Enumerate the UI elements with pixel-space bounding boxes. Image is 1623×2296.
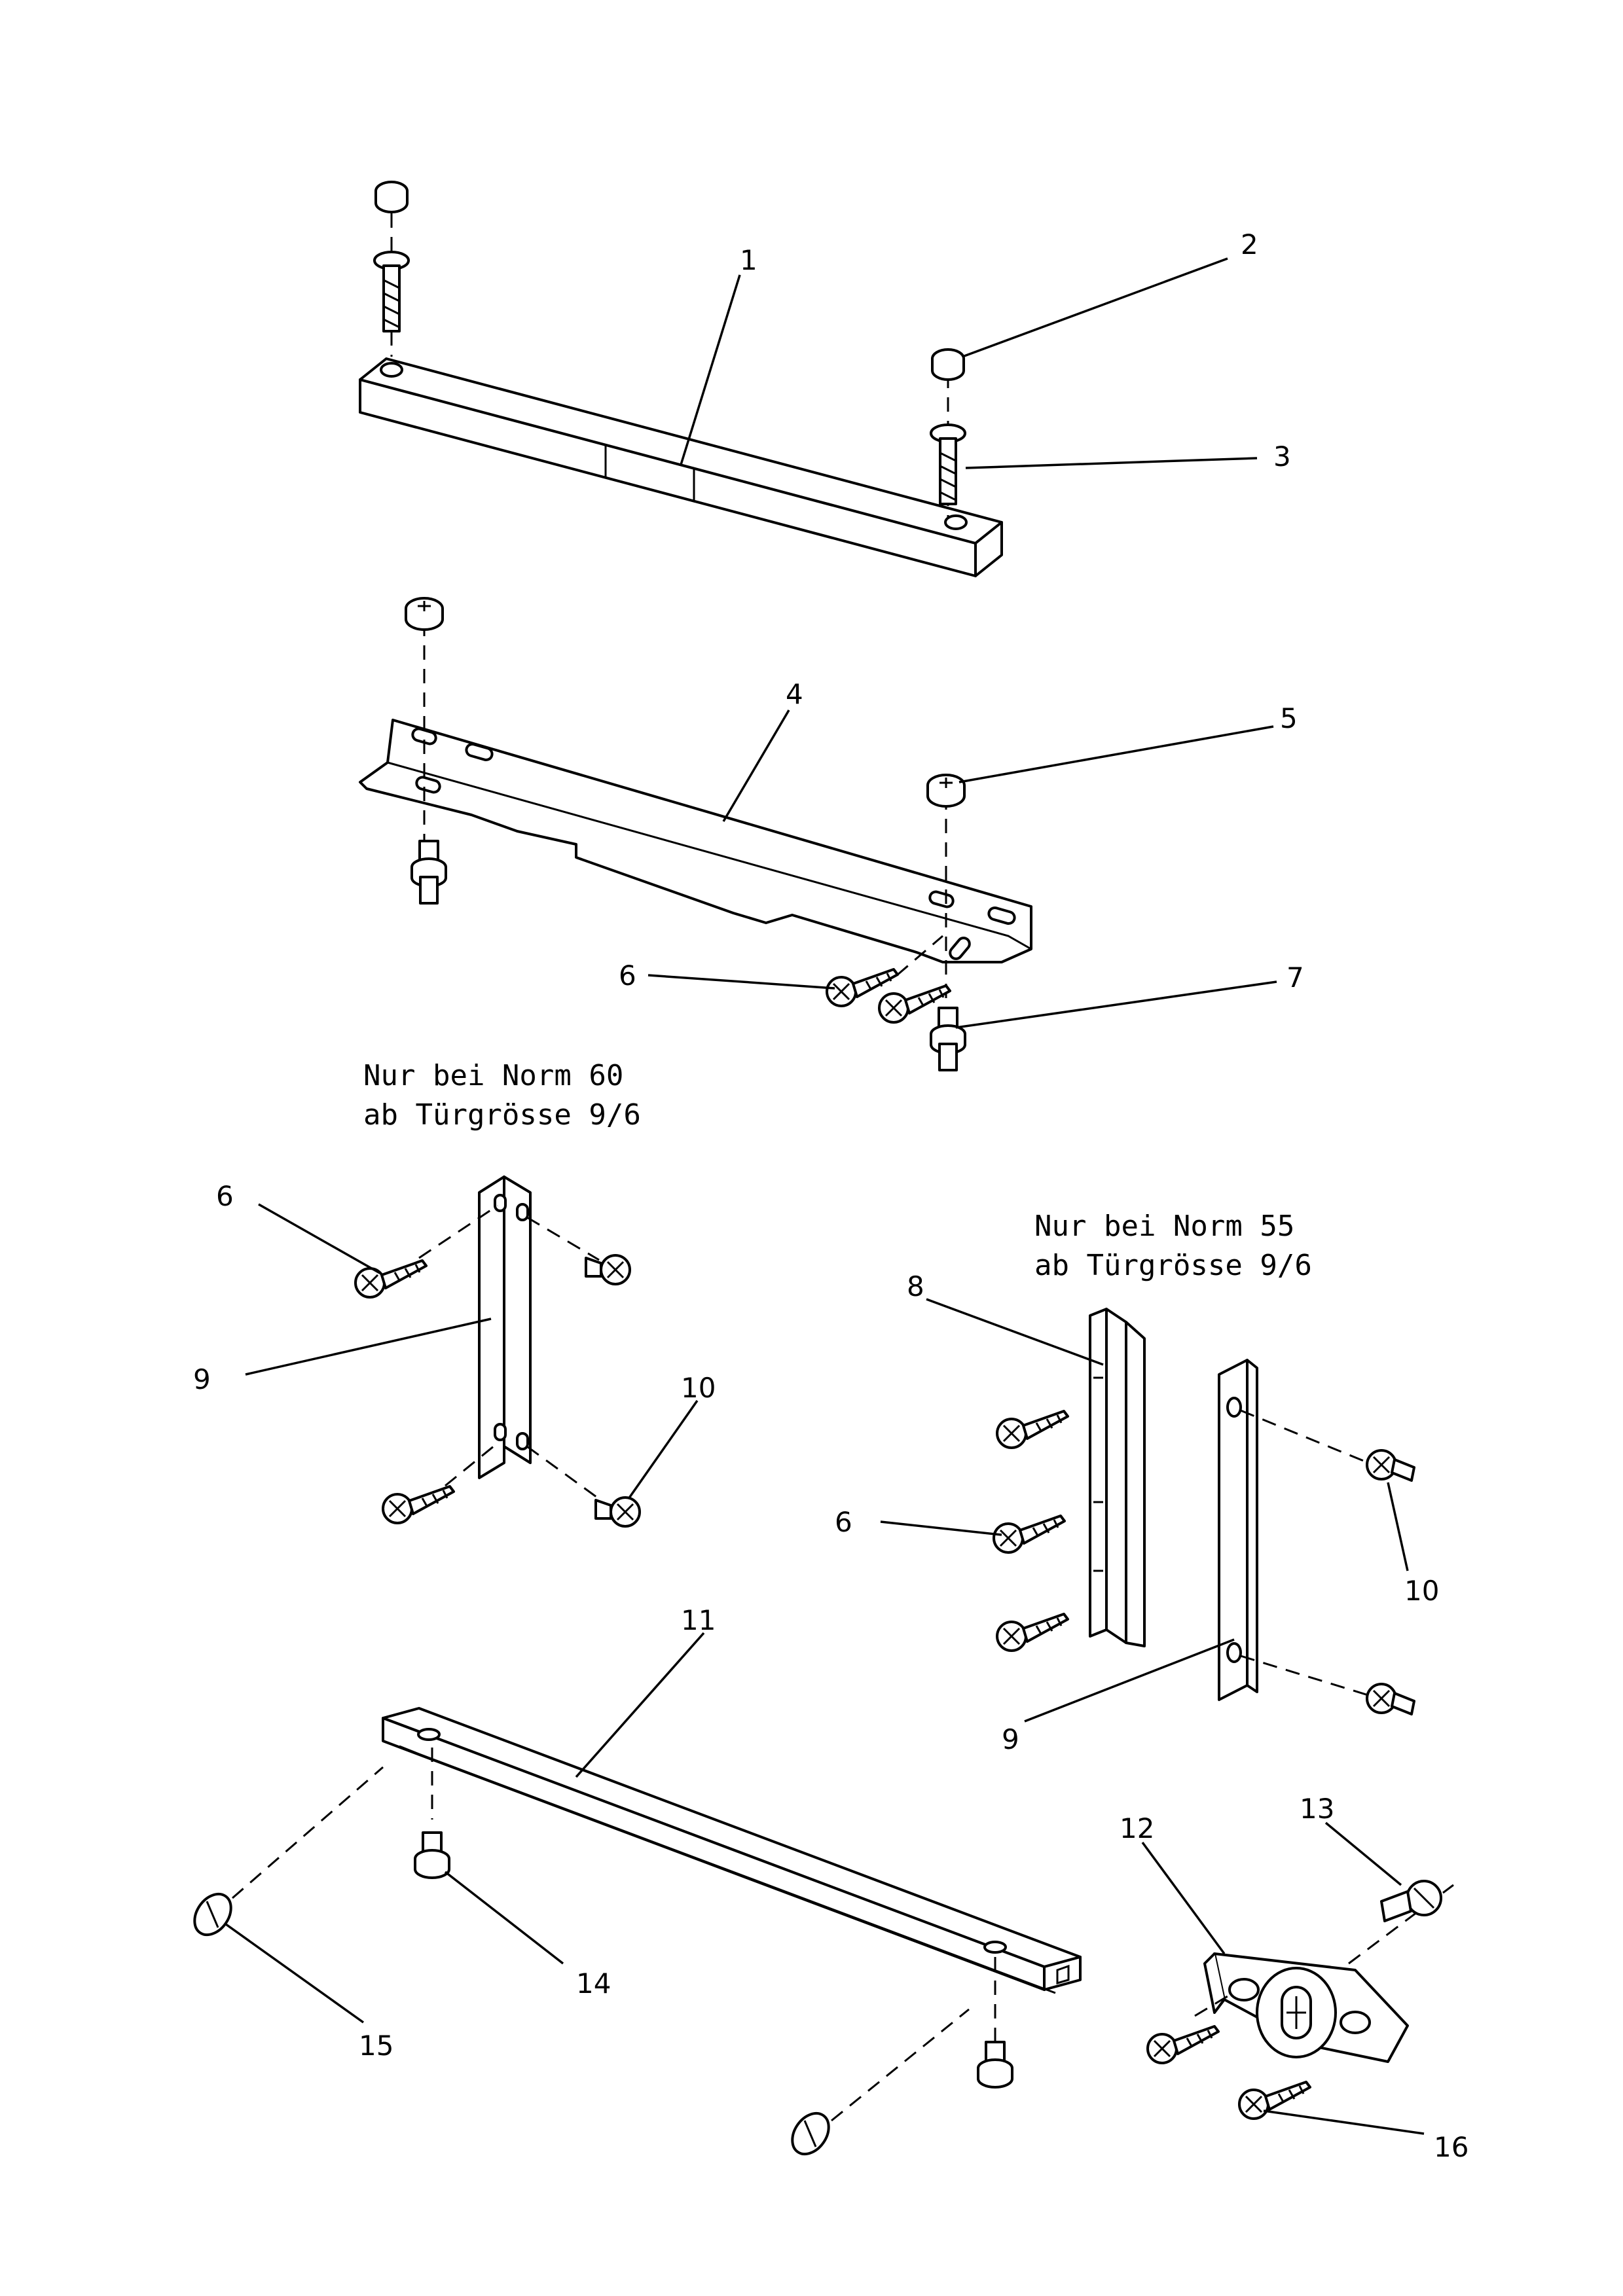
note-norm-55-line-1: Nur bei Norm 55 bbox=[1034, 1210, 1294, 1243]
part-10-screw-c bbox=[1366, 1449, 1415, 1482]
callout-11: 11 bbox=[681, 1604, 716, 1636]
part-3-screw-right bbox=[930, 423, 966, 505]
part-5-nut-right bbox=[926, 774, 966, 808]
part-8-channel bbox=[1089, 1308, 1146, 1647]
callout-1: 1 bbox=[740, 244, 757, 276]
note-norm-55: Nur bei Norm 55 ab Türgrösse 9/6 bbox=[1034, 1210, 1312, 1282]
callout-9-left: 9 bbox=[193, 1363, 211, 1395]
callout-6-right: 6 bbox=[835, 1506, 852, 1538]
part-10-screw-d bbox=[1366, 1683, 1415, 1715]
callout-9-right: 9 bbox=[1002, 1723, 1019, 1755]
callout-14: 14 bbox=[576, 1967, 611, 2000]
callout-5: 5 bbox=[1280, 702, 1298, 734]
callout-16: 16 bbox=[1434, 2131, 1468, 2163]
callout-12: 12 bbox=[1120, 1812, 1154, 1844]
callout-6-top: 6 bbox=[619, 960, 636, 992]
callout-15: 15 bbox=[359, 2030, 393, 2062]
part-12-bracket bbox=[1203, 1952, 1409, 2063]
part-10-screw-b bbox=[594, 1496, 641, 1528]
callout-10-right: 10 bbox=[1404, 1575, 1439, 1607]
callout-10-left: 10 bbox=[681, 1372, 716, 1404]
callout-8: 8 bbox=[907, 1270, 924, 1302]
part-14-bolt-right bbox=[977, 2041, 1013, 2089]
leader-lines bbox=[225, 257, 1425, 2135]
part-4-plate bbox=[359, 719, 1032, 963]
part-6-screw-f bbox=[993, 1515, 1066, 1554]
part-10-screw-a bbox=[585, 1254, 631, 1285]
callout-2: 2 bbox=[1241, 228, 1258, 260]
part-12-screw bbox=[1146, 2025, 1220, 2064]
part-13-screw bbox=[1380, 1880, 1442, 1922]
note-norm-55-line-2: ab Türgrösse 9/6 bbox=[1034, 1249, 1312, 1282]
part-5-nut-left bbox=[405, 597, 444, 631]
part-14-bolt-left bbox=[414, 1831, 450, 1879]
part-15-plug-right bbox=[791, 2111, 830, 2156]
part-9-strip-right bbox=[1218, 1359, 1258, 1701]
part-15-plug-left bbox=[193, 1892, 232, 1937]
callout-13: 13 bbox=[1300, 1793, 1334, 1825]
part-1-bar bbox=[359, 357, 1003, 577]
note-norm-60-line-2: ab Türgrösse 9/6 bbox=[363, 1098, 641, 1132]
part-6-screw-g bbox=[996, 1613, 1069, 1652]
part-11-rail bbox=[382, 1707, 1082, 1994]
callout-7: 7 bbox=[1286, 961, 1304, 994]
part-6-screw-e bbox=[996, 1410, 1069, 1449]
part-6-screw-d bbox=[382, 1485, 455, 1524]
callout-6-left: 6 bbox=[216, 1180, 234, 1212]
part-3-screw-left bbox=[373, 251, 410, 332]
note-norm-60: Nur bei Norm 60 ab Türgrösse 9/6 bbox=[363, 1059, 641, 1132]
part-2-cap-right bbox=[931, 348, 965, 381]
callout-3: 3 bbox=[1273, 440, 1291, 473]
note-norm-60-line-1: Nur bei Norm 60 bbox=[363, 1059, 623, 1092]
callout-4: 4 bbox=[786, 678, 803, 710]
callout-numbers: 1 2 3 4 5 6 7 6 8 9 10 6 10 11 9 12 13 1… bbox=[193, 228, 1468, 2163]
part-9-angle-left bbox=[478, 1175, 532, 1479]
part-2-cap-left bbox=[374, 181, 409, 213]
